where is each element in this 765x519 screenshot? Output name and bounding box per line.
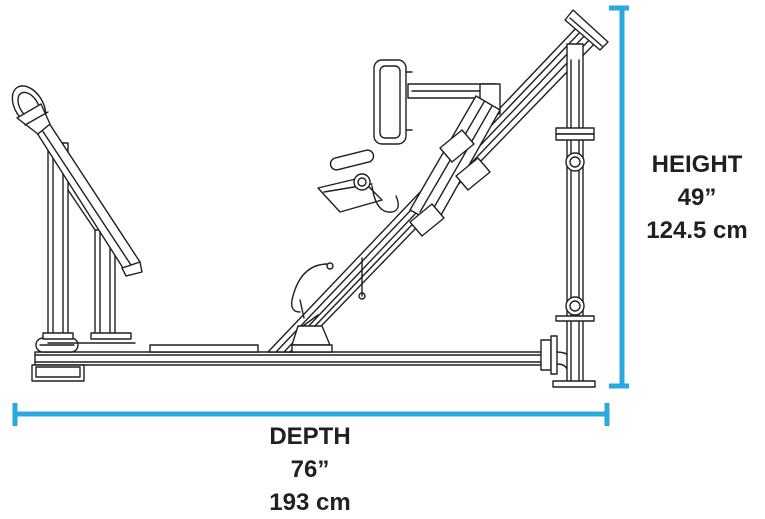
console-display (11, 85, 51, 135)
left-post (42, 142, 136, 344)
height-imperial-value: 49” (677, 184, 717, 211)
left-inclined-rail (29, 119, 143, 277)
leg-press-machine-drawing (11, 9, 609, 388)
height-metric-value: 124.5 cm (646, 217, 748, 244)
height-dimension-label: HEIGHT 49” 124.5 cm (632, 148, 762, 247)
height-title: HEIGHT (651, 151, 743, 178)
right-post (552, 43, 596, 388)
base-frame (31, 335, 576, 382)
depth-title: DEPTH (269, 423, 351, 450)
depth-dimension-line (12, 403, 610, 426)
height-dimension-line (609, 5, 629, 389)
depth-imperial-value: 76” (290, 456, 330, 483)
depth-metric-value: 193 cm (269, 489, 351, 516)
seat-carriage (290, 59, 501, 319)
depth-dimension-label: DEPTH 76” 193 cm (230, 420, 390, 519)
